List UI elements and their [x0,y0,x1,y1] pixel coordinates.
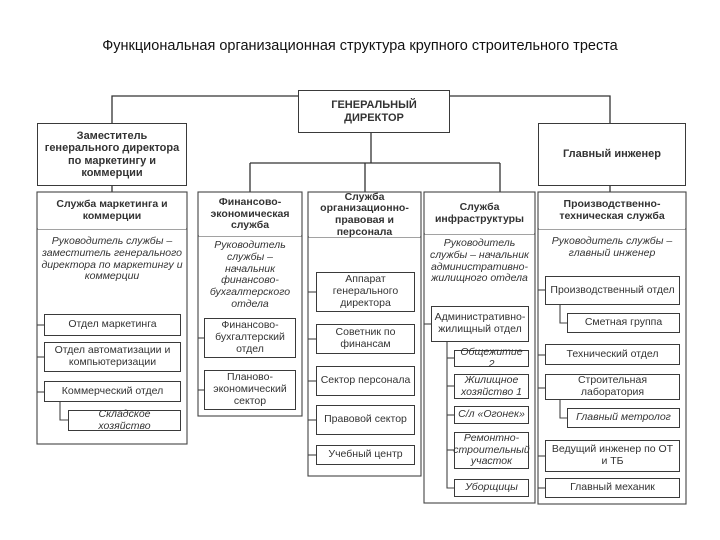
marketing-service-header: Служба маркетинга и коммерции [38,193,186,229]
warehouse-box: Складское хозяйство [68,408,181,431]
apparatus-box: Аппарат генерального директора [316,272,415,312]
ogonek-box: С/л «Огонек» [454,406,529,424]
commercial-dept-box: Коммерческий отдел [44,381,181,402]
legal-service-header: Служба организационно-правовая и персона… [309,191,420,238]
housing-box: Жилищное хозяйство 1 [454,374,529,399]
legal-sector-box: Правовой сектор [316,405,415,435]
general-director-box: ГЕНЕРАЛЬНЫЙ ДИРЕКТОР [298,90,450,133]
finance-service-note: Руководитель службы – начальник финансов… [209,239,291,310]
automation-dept-box: Отдел автоматизации и компьютеризации [44,342,181,372]
admin-housing-box: Административно-жилищный отдел [431,306,529,342]
repair-site-box: Ремонтно-строительный участок [453,431,530,469]
estimate-group-box: Сметная группа [567,313,680,333]
personnel-sector-box: Сектор персонала [316,366,415,396]
chief-engineer-box: Главный инженер [538,123,686,186]
finance-service-header: Финансово-экономическая служба [199,193,301,236]
finance-advisor-box: Советник по финансам [316,324,415,354]
technical-dept-box: Технический отдел [545,344,680,365]
chief-metrologist-box: Главный метролог [567,408,680,428]
cleaners-box: Уборщицы [454,479,529,497]
infra-service-note: Руководитель службы – начальник админист… [429,237,530,285]
production-service-note: Руководитель службы – главный инженер [551,235,673,259]
infra-service-header: Служба инфраструктуры [425,193,534,234]
fin-accounting-box: Финансово-бухгалтерский отдел [204,318,296,358]
marketing-service-note: Руководитель службы – заместитель генера… [41,235,183,283]
dormitory-box: Общежитие 2 [454,346,529,369]
page-title: Функциональная организационная структура… [102,38,618,54]
chief-mechanic-box: Главный механик [545,478,680,498]
deputy-director-box: Заместитель генерального директора по ма… [37,123,187,186]
construction-lab-box: Строительная лаборатория [545,374,680,400]
lead-engineer-box: Ведущий инженер по ОТ и ТБ [545,440,680,472]
planning-sector-box: Планово-экономический сектор [204,370,296,410]
training-center-box: Учебный центр [316,445,415,465]
production-dept-box: Производственный отдел [545,276,680,305]
production-service-header: Производственно-техническая служба [539,193,685,229]
marketing-dept-box: Отдел маркетинга [44,314,181,336]
